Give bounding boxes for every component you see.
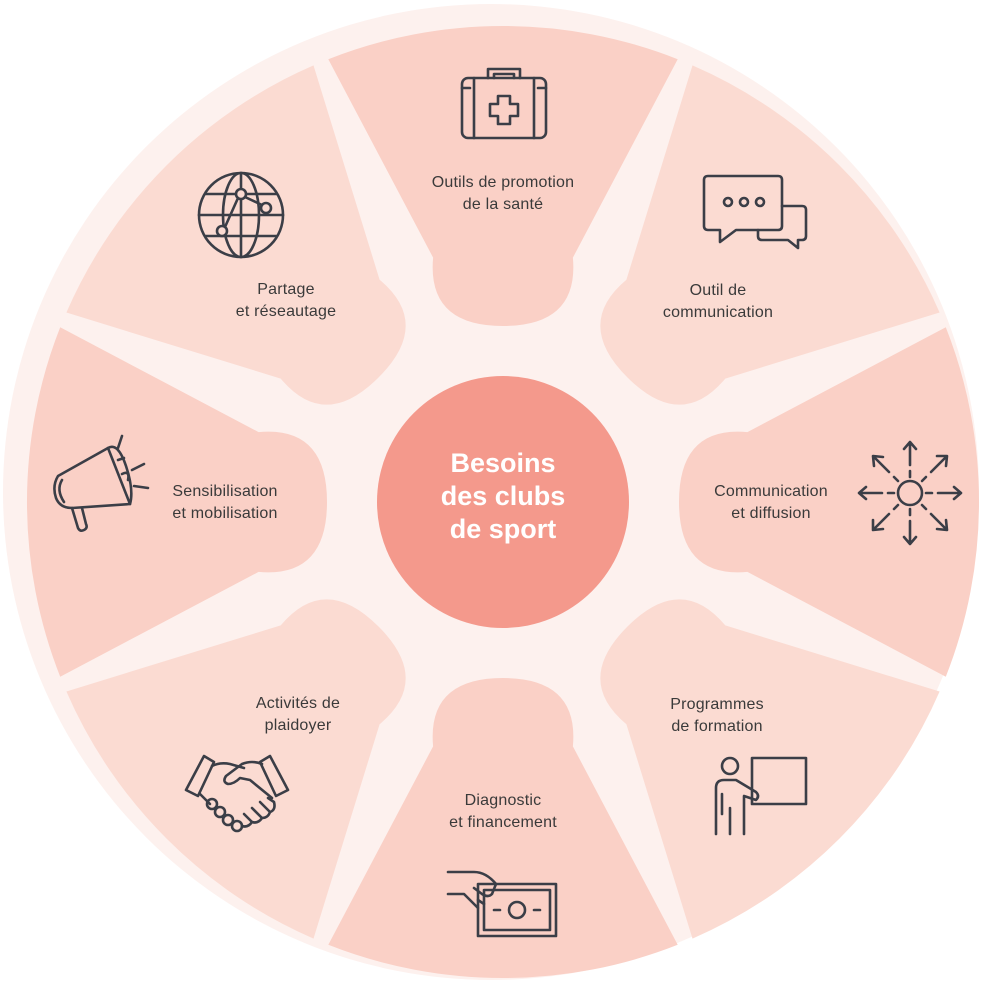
segment-diffusion-line2: et diffusion <box>731 505 811 522</box>
teacher-board-icon <box>710 754 812 838</box>
chat-bubbles-icon <box>700 172 812 250</box>
segment-plaidoyer-line2: plaidoyer <box>264 717 332 734</box>
segment-diffusion-line1: Communication <box>714 483 828 500</box>
center-circle <box>377 376 629 628</box>
segment-communication-outil-line1: Outil de <box>689 282 747 299</box>
segment-financement <box>328 678 678 979</box>
segment-sante-line1: Outils de promotion <box>431 174 575 191</box>
segment-sante <box>328 25 678 327</box>
segment-sensibilisation <box>26 327 327 677</box>
center-title-line3: de sport <box>449 514 557 544</box>
segment-sensibilisation-line2: et mobilisation <box>172 505 278 522</box>
segment-partage-line2: et réseautage <box>235 303 337 320</box>
segment-label-diffusion: Communication et diffusion <box>661 481 881 525</box>
segment-label-sensibilisation: Sensibilisation et mobilisation <box>115 481 335 525</box>
globe-network-icon <box>194 168 288 262</box>
segment-financement-line2: et financement <box>449 814 557 831</box>
segment-label-plaidoyer: Activités de plaidoyer <box>188 693 408 737</box>
segment-formation-line2: de formation <box>671 718 763 735</box>
first-aid-kit-icon <box>458 64 550 144</box>
center-title: Besoins des clubs de sport <box>390 447 616 546</box>
center-title-line1: Besoins <box>450 448 556 478</box>
segment-label-partage: Partage et réseautage <box>176 279 396 323</box>
broadcast-arrows-icon <box>854 437 966 549</box>
center-title-line2: des clubs <box>440 481 566 511</box>
segment-diffusion <box>679 327 980 677</box>
segment-label-financement: Diagnostic et financement <box>393 790 613 834</box>
segment-plaidoyer-line1: Activités de <box>255 695 341 712</box>
megaphone-icon <box>44 430 156 534</box>
segment-partage-line1: Partage <box>257 281 315 298</box>
segment-formation-line1: Programmes <box>670 696 764 713</box>
segment-communication-outil-line2: communication <box>662 304 774 321</box>
handshake-icon <box>182 750 292 834</box>
segment-sante-line2: de la santé <box>462 196 544 213</box>
segment-communication-outil <box>600 65 940 405</box>
segment-label-formation: Programmes de formation <box>607 694 827 738</box>
segment-sensibilisation-line1: Sensibilisation <box>172 483 278 500</box>
segment-label-sante: Outils de promotion de la santé <box>393 172 613 216</box>
money-hand-icon <box>444 864 560 940</box>
segment-label-communication-outil: Outil de communication <box>608 280 828 324</box>
segment-financement-line1: Diagnostic <box>464 792 542 809</box>
segment-formation <box>600 599 940 939</box>
